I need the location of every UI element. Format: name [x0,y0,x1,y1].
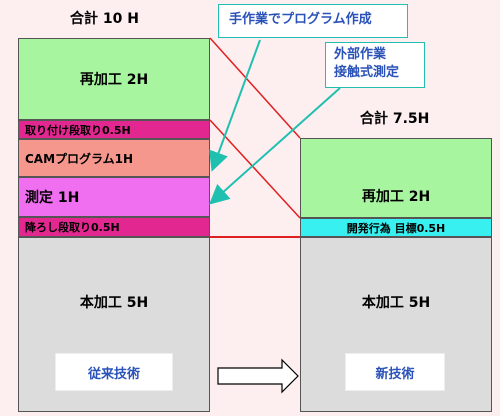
left-cam-block: CAMプログラム1H [18,139,210,177]
right-dev-target-block: 開発行為 目標0.5H [300,218,492,237]
left-setup-remove-label: 降ろし段取り0.5H [25,221,120,234]
right-tag: 新技術 [345,353,445,391]
connector-line-top [209,37,301,139]
callout-external-line2: 接触式測定 [334,65,400,80]
callout-manual-text: 手作業でプログラム作成 [229,12,372,27]
callout-external: 外部作業 接触式測定 [325,42,425,88]
left-cam-label: CAMプログラム1H [25,151,134,166]
callout-arrow-manual [209,39,261,172]
callout-external-line1: 外部作業 [334,47,387,62]
callout-arrow-external [209,87,341,205]
left-setup-attach-block: 取り付け段取り0.5H [18,120,210,139]
right-rework-label: 再加工 2H [361,189,431,205]
left-rework-block: 再加工 2H [18,38,210,120]
left-rework-label: 再加工 2H [79,72,149,88]
right-total-label: 合計 7.5H [360,111,430,127]
right-tag-label: 新技術 [375,366,415,382]
right-dev-target-label: 開発行為 目標0.5H [346,221,446,235]
right-rework-block: 再加工 2H [300,138,492,218]
left-main-machining-label: 本加工 5H [79,295,149,311]
right-main-machining-label: 本加工 5H [361,295,431,311]
left-setup-attach-label: 取り付け段取り0.5H [25,123,131,137]
left-measure-label: 測定 1H [25,190,80,206]
left-total-label: 合計 10 H [70,11,139,27]
callout-manual: 手作業でプログラム作成 [218,4,408,38]
left-tag-label: 従来技術 [87,366,140,382]
left-setup-remove-block: 降ろし段取り0.5H [18,217,210,237]
left-tag: 従来技術 [55,353,173,391]
transition-arrow [217,358,299,394]
